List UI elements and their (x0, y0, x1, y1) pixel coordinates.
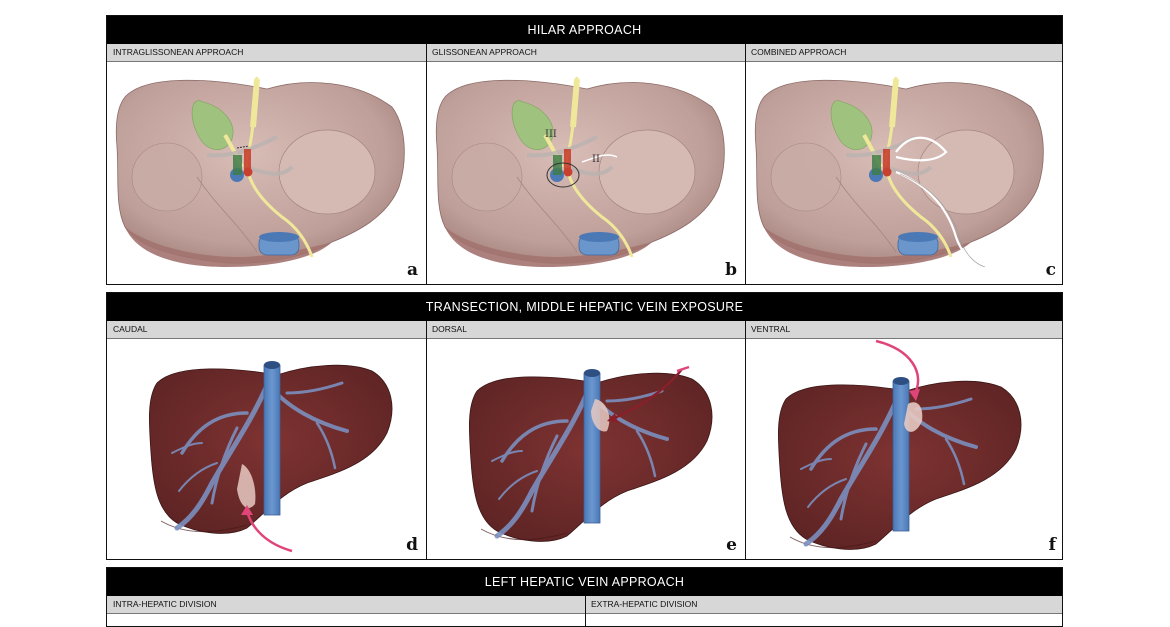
section-title: TRANSECTION, MIDDLE HEPATIC VEIN EXPOSUR… (107, 293, 1062, 321)
panel-sublabel: CAUDAL (113, 324, 148, 334)
panel-divider (745, 44, 746, 284)
section-title: LEFT HEPATIC VEIN APPROACH (107, 568, 1062, 596)
panel-divider (426, 321, 427, 559)
left-hepatic-vein-section: LEFT HEPATIC VEIN APPROACH INTRA-HEPATIC… (106, 567, 1063, 627)
panel-letter: d (406, 535, 418, 555)
section-title: HILAR APPROACH (107, 16, 1062, 44)
sublabel-bar: CAUDAL DORSAL VENTRAL (107, 321, 1062, 339)
segment-label: II (592, 154, 600, 165)
panel-b: III II b (427, 62, 745, 284)
liver-illustration: III II (427, 62, 745, 284)
liver-illustration (107, 339, 426, 553)
panel-e: e (427, 339, 745, 559)
panel-sublabel: EXTRA-HEPATIC DIVISION (591, 599, 698, 609)
liver-illustration (746, 339, 1064, 559)
panel-d: d (107, 339, 426, 559)
mhv-exposure-section: TRANSECTION, MIDDLE HEPATIC VEIN EXPOSUR… (106, 292, 1063, 560)
liver-illustration (746, 62, 1064, 284)
sublabel-bar: INTRA-HEPATIC DIVISION EXTRA-HEPATIC DIV… (107, 596, 1062, 614)
panel-sublabel: INTRAGLISSONEAN APPROACH (113, 47, 244, 57)
panel-sublabel: INTRA-HEPATIC DIVISION (113, 599, 217, 609)
liver-illustration (427, 365, 745, 559)
panel-divider (745, 321, 746, 559)
panel-letter: b (725, 260, 737, 280)
panel-a: a (107, 62, 426, 284)
panel-sublabel: COMBINED APPROACH (751, 47, 847, 57)
panel-letter: c (1045, 260, 1056, 280)
panel-sublabel: GLISSONEAN APPROACH (432, 47, 537, 57)
panel-c: c (746, 62, 1064, 284)
panel-f: f (746, 339, 1064, 559)
arrow-icon (245, 510, 293, 553)
panel-letter: e (726, 535, 737, 555)
panel-sublabel: VENTRAL (751, 324, 791, 334)
liver-illustration (107, 62, 426, 284)
panel-sublabel: DORSAL (432, 324, 467, 334)
hilar-approach-section: HILAR APPROACH INTRAGLISSONEAN APPROACH … (106, 15, 1063, 285)
panel-divider (426, 44, 427, 284)
panel-divider (585, 596, 586, 626)
arrow-icon (611, 368, 683, 421)
panel-letter: a (406, 260, 418, 280)
segment-label: III (545, 129, 557, 140)
panel-letter: f (1048, 535, 1056, 555)
arrow-icon (875, 339, 920, 396)
sublabel-bar: INTRAGLISSONEAN APPROACH GLISSONEAN APPR… (107, 44, 1062, 62)
